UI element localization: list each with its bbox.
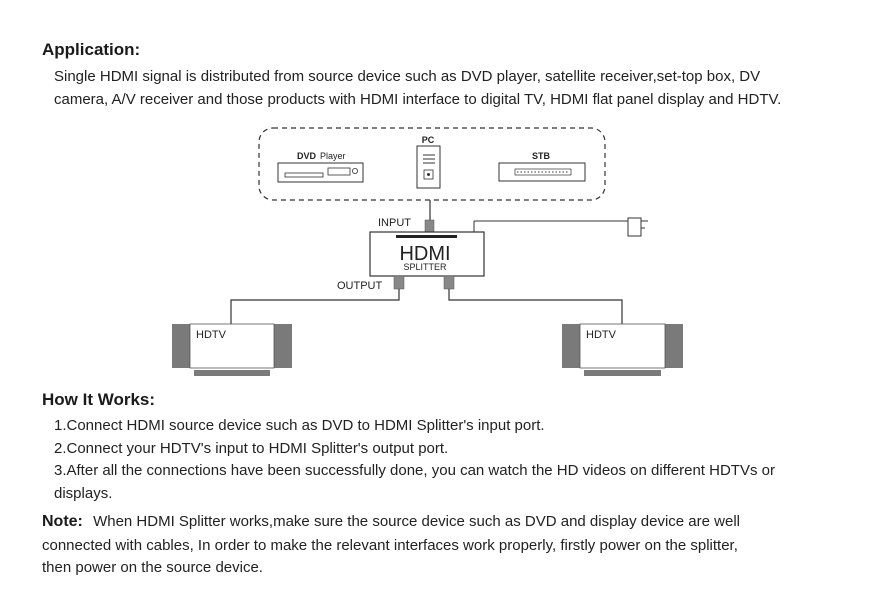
dvd-label: Player [320, 151, 346, 161]
step-3-continued: displays. [54, 485, 113, 502]
stb-label: STB [532, 151, 551, 161]
note-line-1: When HDMI Splitter works,make sure the s… [93, 513, 740, 530]
input-label: INPUT [378, 217, 411, 229]
splitter-title: HDMI [399, 243, 450, 265]
splitter-subtitle: SPLITTER [403, 262, 447, 272]
note-label: Note: [42, 513, 83, 530]
output-connector-right-icon [443, 275, 455, 290]
output-cable-right [448, 289, 623, 324]
application-heading: Application: [42, 40, 141, 59]
input-connector-icon [424, 219, 435, 233]
hdtv-left-icon [172, 323, 292, 376]
step-3: 3.After all the connections have been su… [54, 462, 775, 479]
application-line-2: camera, A/V receiver and those products … [54, 91, 782, 108]
hdmi-splitter-box [369, 231, 485, 277]
hdtv-left-label: HDTV [196, 329, 227, 341]
pc-tower-icon [416, 145, 441, 189]
output-cable-left [230, 289, 400, 324]
pc-label: PC [422, 135, 435, 145]
hdtv-right-icon [562, 323, 683, 376]
note-line-1-row: Note: When HDMI Splitter works,make sure… [42, 511, 740, 533]
application-line-1: Single HDMI signal is distributed from s… [54, 68, 761, 85]
hdtv-right-label: HDTV [586, 329, 617, 341]
power-plug-icon [627, 217, 648, 237]
note-line-3: then power on the source device. [42, 559, 263, 576]
step-1: 1.Connect HDMI source device such as DVD… [54, 417, 545, 434]
dvd-label-bold: DVD [297, 151, 317, 161]
source-devices-group [258, 127, 606, 201]
dvd-player-icon [277, 162, 364, 183]
set-top-box-icon [498, 162, 586, 182]
output-label: OUTPUT [337, 280, 383, 292]
how-it-works-heading: How It Works: [42, 390, 156, 409]
note-line-2: connected with cables, In order to make … [42, 537, 738, 554]
step-2: 2.Connect your HDTV's input to HDMI Spli… [54, 440, 449, 457]
output-connector-left-icon [393, 275, 405, 290]
